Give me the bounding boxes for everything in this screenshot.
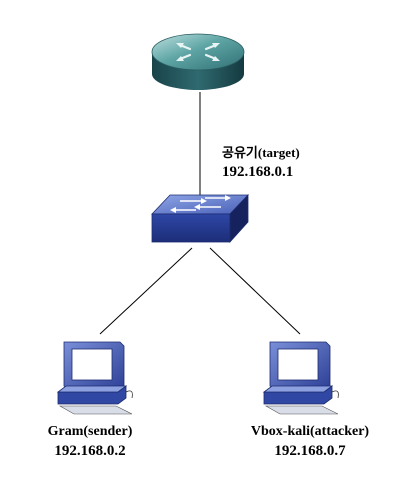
host-name: Vbox-kali(attacker) <box>250 424 370 439</box>
host-name: Gram(sender) <box>47 424 133 439</box>
pc-icon <box>262 341 339 415</box>
router-label: 공유기(target) 192.168.0.1 <box>222 145 300 181</box>
link-switch-gram <box>99 247 193 335</box>
host-ip: 192.168.0.7 <box>274 443 346 460</box>
router-icon <box>151 33 245 90</box>
host-label-gram: Gram(sender) 192.168.0.2 <box>30 424 150 460</box>
router-ip: 192.168.0.1 <box>222 163 294 180</box>
link-switch-kali <box>209 247 301 335</box>
router-name: 공유기(target) <box>222 145 300 160</box>
host-label-kali: Vbox-kali(attacker) 192.168.0.7 <box>222 424 398 460</box>
switch-icon <box>151 193 249 244</box>
pc-icon <box>56 341 133 415</box>
host-ip: 192.168.0.2 <box>54 443 126 460</box>
